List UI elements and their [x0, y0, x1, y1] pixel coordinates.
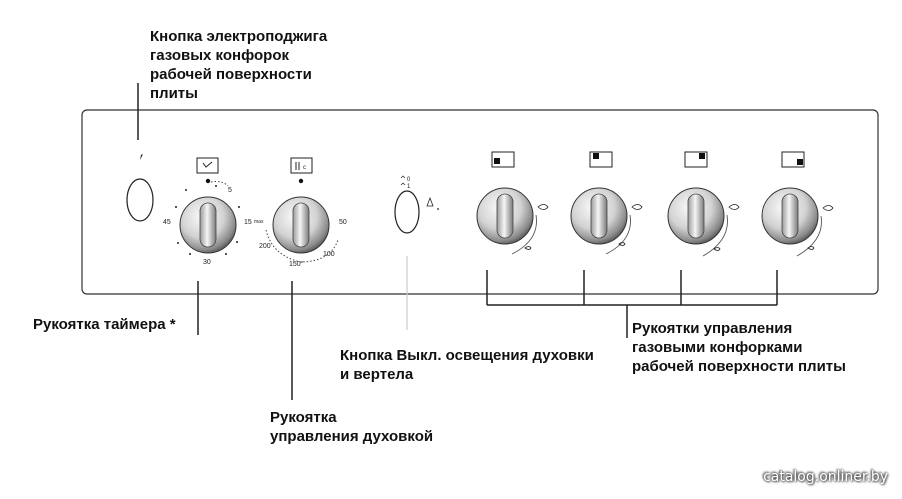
watermark: catalog.onliner.by [763, 469, 888, 485]
light-mark-on: 1 [407, 184, 411, 190]
igniter-button[interactable] [126, 178, 154, 222]
burner-knob-2-group [570, 151, 643, 255]
burner-bracket [486, 270, 778, 338]
oven-tick-150: 150° [289, 260, 304, 268]
light-button-group: 0 1 [394, 175, 439, 234]
control-panel [81, 109, 879, 295]
flame-large-icon [631, 204, 643, 210]
igniter-callout: Кнопка электроподжига газовых конфорок р… [150, 28, 328, 102]
timer-tick-5: 5 [228, 187, 232, 194]
burner-knob-1-group [476, 151, 549, 255]
oven-knob-group: c 15 max 50 200 150° 100 [244, 157, 347, 268]
oven-tick-max: max [254, 219, 264, 225]
timer-knob-group: 5 45 30 [163, 157, 240, 266]
svg-text:c: c [303, 165, 306, 171]
light-button[interactable] [394, 190, 420, 234]
light-mark-off: 0 [407, 177, 411, 183]
flame-small-icon [807, 246, 815, 250]
burner-knob-3-group [667, 151, 740, 257]
timer-tick-45: 45 [163, 219, 171, 226]
oven-knob-callout: Рукоятка управления духовкой [270, 409, 434, 445]
spark-icon [135, 154, 143, 160]
light-button-callout: Кнопка Выкл. освещения духовки и вертела [340, 347, 594, 383]
flame-large-icon [728, 204, 740, 210]
oven-tick-50: 50 [339, 219, 347, 226]
burner-knobs-callout: Рукоятки управления газовыми конфорками … [632, 320, 846, 375]
oven-tick-15: 15 [244, 219, 252, 226]
flame-large-icon [822, 205, 834, 211]
oven-tick-100: 100 [323, 251, 335, 258]
flame-large-icon [537, 204, 549, 210]
flame-small-icon [618, 242, 626, 246]
lamp-icon [426, 196, 434, 207]
flame-small-icon [524, 246, 532, 250]
oven-tick-200: 200 [259, 243, 271, 250]
timer-callout: Рукоятка таймера * [33, 316, 176, 333]
oven-symbol-icon [290, 157, 313, 174]
timer-tick-30: 30 [203, 259, 211, 266]
flame-small-icon [713, 247, 721, 251]
burner-knob-4-group [761, 151, 834, 257]
